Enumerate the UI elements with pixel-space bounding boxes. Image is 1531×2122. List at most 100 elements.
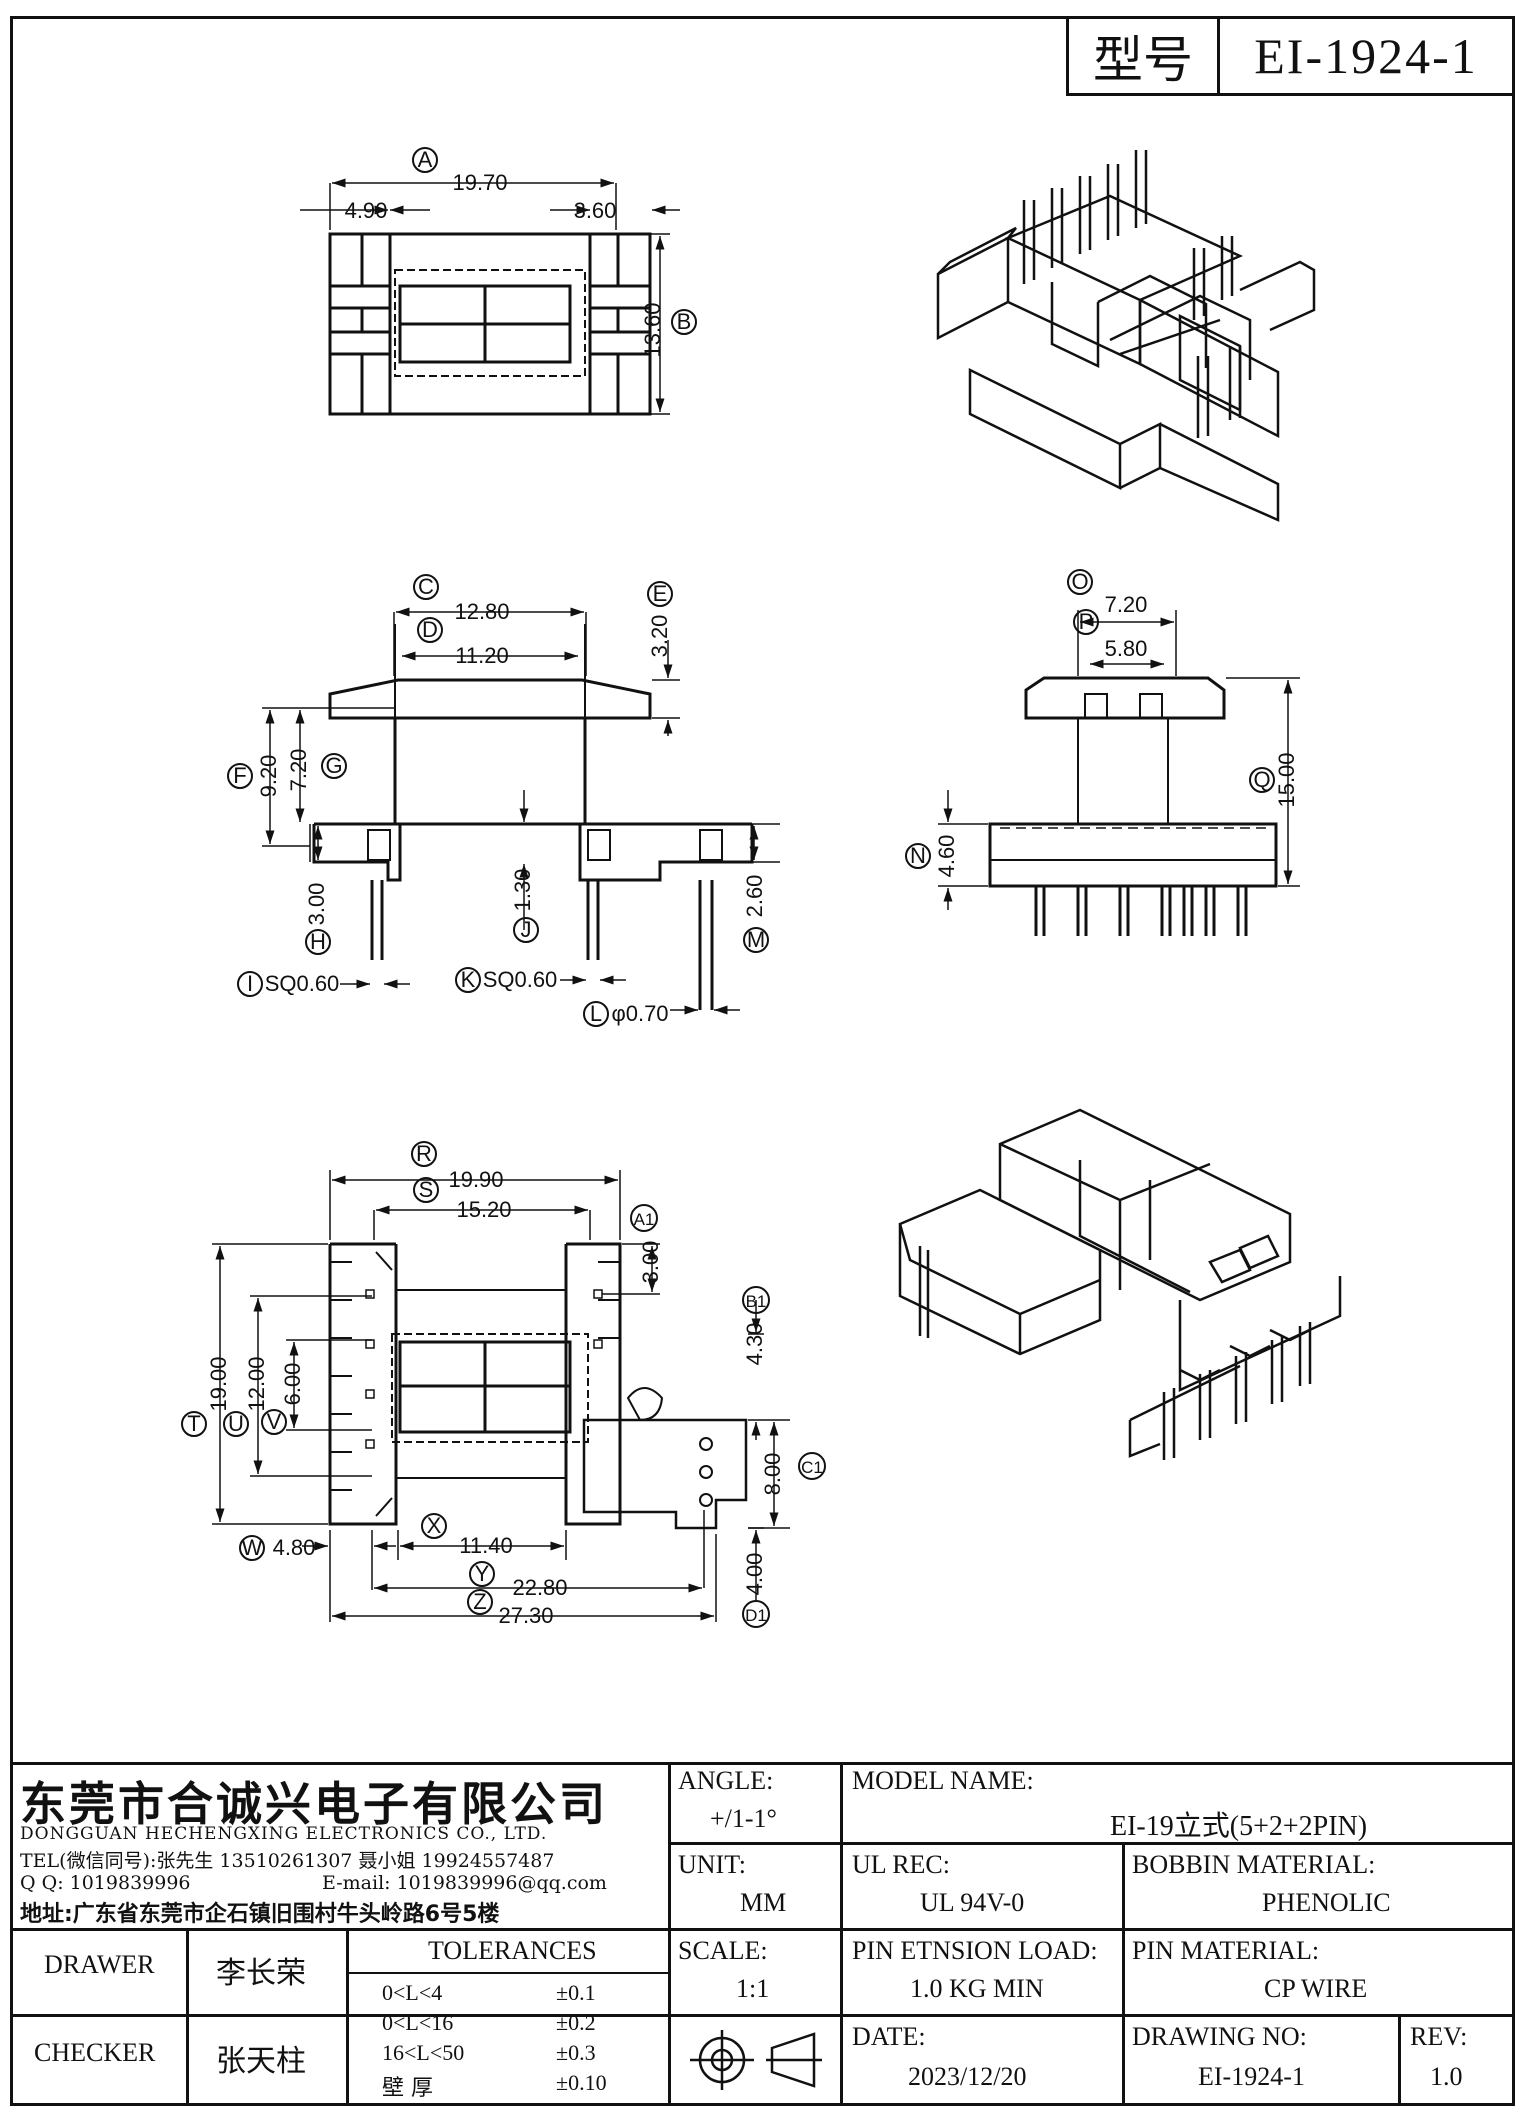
pin-load-label: PIN ETNSION LOAD: (852, 1936, 1098, 1965)
scale-value: 1:1 (736, 1974, 770, 2003)
date-label: DATE: (852, 2022, 926, 2051)
dim-r: 19.90 (448, 1167, 503, 1192)
dim-f: 9.20 (256, 755, 281, 798)
label-l: L (590, 1001, 602, 1026)
dim-y: 22.80 (512, 1575, 567, 1600)
company-address: 地址:广东省东莞市企石镇旧围村牛头岭路6号5楼 (20, 1902, 500, 1927)
label-j: J (521, 917, 532, 942)
label-m: M (747, 927, 765, 952)
dim-k: SQ0.60 (483, 967, 558, 992)
dim-e: 3.20 (647, 615, 672, 658)
label-e: E (653, 581, 668, 606)
company-name-cn: 东莞市合诚兴电子有限公司 (20, 1777, 608, 1831)
dim-j: 1.30 (510, 869, 535, 912)
model-label: 型号 (1069, 19, 1220, 93)
bobbin-label: BOBBIN MATERIAL: (1132, 1850, 1376, 1879)
label-a: A (418, 147, 433, 172)
drawing-no-label: DRAWING NO: (1132, 2022, 1307, 2051)
company-name-en: DONGGUAN HECHENGXING ELECTRONICS CO., LT… (20, 1824, 548, 1844)
bobbin-value: PHENOLIC (1262, 1888, 1391, 1917)
unit-label: UNIT: (678, 1850, 747, 1879)
label-x: X (427, 1513, 442, 1538)
pin-material-label: PIN MATERIAL: (1132, 1936, 1320, 1965)
label-o: O (1071, 569, 1088, 594)
technical-drawing: A 19.70 4.90 3.60 13.60 B (181, 147, 1342, 1628)
dim-g: 7.20 (286, 749, 311, 792)
dim-c1: 8.00 (760, 1453, 785, 1496)
label-w: W (242, 1535, 263, 1560)
pin-load-value: 1.0 KG MIN (910, 1974, 1044, 2003)
dim-n: 4.60 (934, 835, 959, 878)
model-name-value: EI-19立式(5+2+2PIN) (1110, 1811, 1368, 1842)
label-g: G (325, 753, 342, 778)
tolerance-value-2: ±0.2 (556, 2010, 596, 2035)
label-p: P (1079, 609, 1094, 634)
tolerance-range-2: 0<L<16 (382, 2010, 454, 2035)
label-d1: D1 (745, 1606, 767, 1625)
bottom-view (212, 1170, 790, 1622)
pin-material-value: CP WIRE (1264, 1974, 1368, 2003)
dim-p: 5.80 (1105, 636, 1148, 661)
label-a1: A1 (634, 1210, 655, 1229)
front-view (262, 607, 780, 1015)
drawer-value: 李长荣 (216, 1956, 306, 1991)
ul-value: UL 94V-0 (920, 1888, 1025, 1917)
angle-value: +/1-1° (710, 1804, 777, 1833)
label-i: I (247, 971, 253, 996)
dim-q: 15.00 (1274, 752, 1299, 807)
label-t: T (187, 1411, 200, 1436)
rev-label: REV: (1410, 2022, 1468, 2051)
dim-x: 11.40 (459, 1533, 512, 1558)
label-d: D (422, 617, 438, 642)
isometric-view-top (936, 150, 1316, 522)
top-view (300, 178, 680, 416)
drawer-label: DRAWER (44, 1950, 155, 1979)
bottom-view-labels: R 19.90 S 15.20 A1 3.00 B1 4.30 C1 8.00 … (181, 1141, 826, 1628)
dim-top-right: 3.60 (574, 198, 617, 223)
label-h: H (310, 929, 326, 954)
company-qq: Q Q: 1019839996 (20, 1872, 191, 1894)
checker-label: CHECKER (34, 2038, 156, 2067)
dim-top-width: 19.70 (452, 170, 507, 195)
label-u: U (228, 1411, 244, 1436)
unit-value: MM (740, 1888, 787, 1917)
drawing-no-value: EI-1924-1 (1198, 2062, 1305, 2091)
company-email: E-mail: 1019839996@qq.com (322, 1872, 607, 1894)
side-view (938, 610, 1300, 936)
tolerance-range-4: 壁 厚 (382, 2076, 433, 2101)
tolerance-range-1: 0<L<4 (382, 1980, 443, 2005)
checker-value: 张天柱 (216, 2044, 306, 2079)
rev-value: 1.0 (1430, 2062, 1463, 2091)
company-tel: TEL(微信同号):张先生 13510261307 聂小姐 1992455748… (20, 1850, 555, 1872)
label-r: R (416, 1141, 432, 1166)
top-view-labels: A 19.70 4.90 3.60 13.60 B (345, 147, 697, 358)
model-number-box: 型号 EI-1924-1 (1066, 16, 1515, 96)
dim-m: 2.60 (742, 875, 767, 918)
label-f: F (233, 763, 246, 788)
dim-v: 6.00 (280, 1363, 305, 1406)
isometric-view-bottom (898, 1108, 1342, 1460)
label-b: B (677, 309, 692, 334)
label-b1: B1 (746, 1292, 767, 1311)
tolerances-label: TOLERANCES (428, 1936, 597, 1965)
dim-b1: 4.30 (742, 1323, 767, 1366)
label-c1: C1 (801, 1458, 823, 1477)
dim-l: φ0.70 (611, 1001, 668, 1026)
side-view-labels: O 7.20 P 5.80 Q 15.00 N 4.60 (905, 569, 1299, 878)
label-n: N (910, 843, 926, 868)
date-value: 2023/12/20 (908, 2062, 1027, 2091)
label-s: S (419, 1177, 434, 1202)
dim-a1: 3.00 (638, 1241, 663, 1284)
scale-label: SCALE: (678, 1936, 768, 1965)
title-block: 东莞市合诚兴电子有限公司 DONGGUAN HECHENGXING ELECTR… (10, 1762, 1515, 2106)
front-view-labels: C 12.80 D 11.20 E 3.20 F 9.20 7.20 G 3.0… (227, 574, 769, 1027)
angle-label: ANGLE: (678, 1766, 774, 1795)
dim-c: 12.80 (454, 599, 509, 624)
dim-i: SQ0.60 (265, 971, 340, 996)
label-q: Q (1253, 767, 1270, 792)
dim-w: 4.80 (273, 1535, 316, 1560)
dim-z: 27.30 (498, 1603, 553, 1628)
dim-d1: 4.00 (742, 1553, 767, 1596)
label-y: Y (475, 1561, 490, 1586)
dim-s: 15.20 (456, 1197, 511, 1222)
